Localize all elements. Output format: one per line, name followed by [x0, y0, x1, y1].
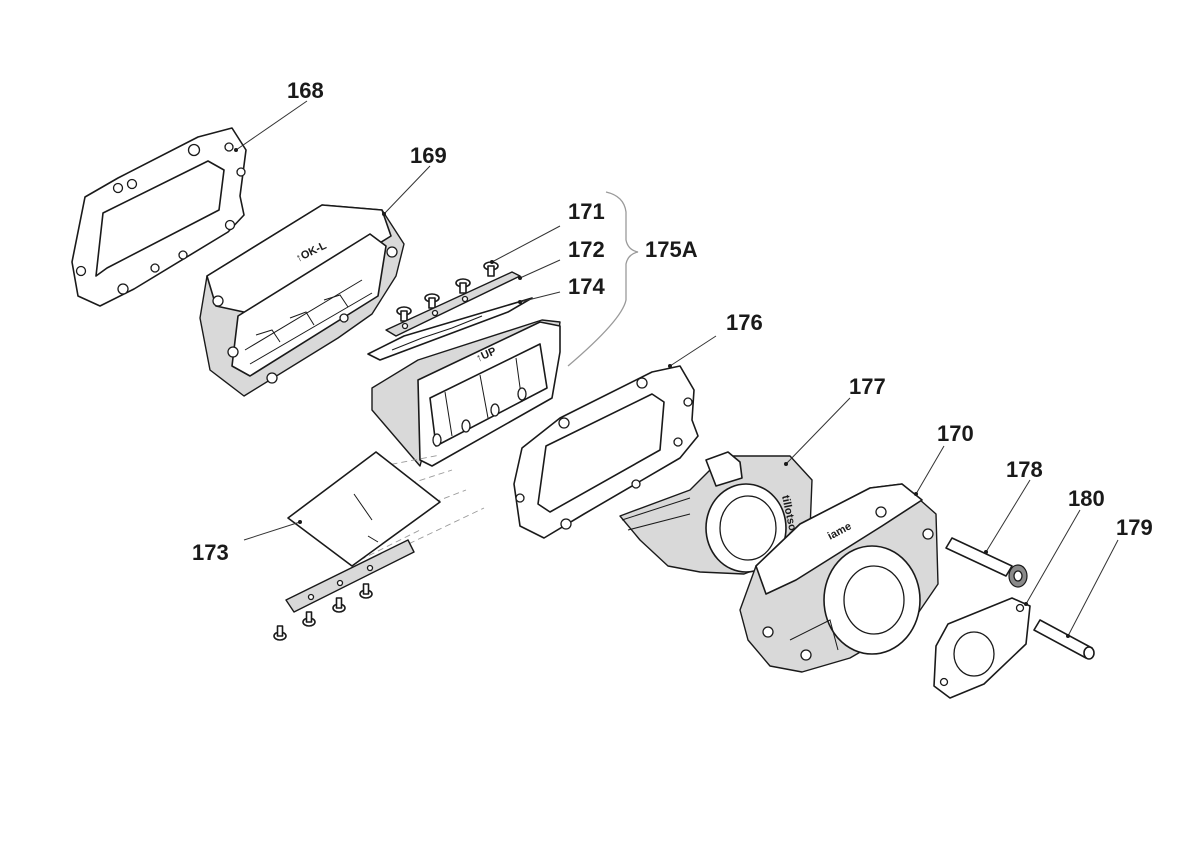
callout-labels: 168 169 171 172 174 175A 176 177 170 178… — [192, 78, 1153, 565]
callout-168: 168 — [287, 78, 324, 103]
leader-lines — [234, 100, 1119, 638]
gasket-176 — [513, 365, 699, 539]
bolt-178 — [945, 537, 1028, 588]
callout-174: 174 — [568, 274, 605, 299]
callout-171: 171 — [568, 199, 605, 224]
pin-179 — [1033, 619, 1095, 660]
callout-169: 169 — [410, 143, 447, 168]
callout-178: 178 — [1006, 457, 1043, 482]
callout-172: 172 — [568, 237, 605, 262]
gasket-168 — [71, 127, 247, 307]
callout-170: 170 — [937, 421, 974, 446]
callout-175A: 175A — [645, 237, 698, 262]
reed-petals-174 — [367, 297, 533, 361]
callout-177: 177 — [849, 374, 886, 399]
reed-screws-171 — [396, 261, 499, 322]
group-brace-175A — [567, 191, 639, 367]
callout-179: 179 — [1116, 515, 1153, 540]
reed-cage-175A: ↑UP — [371, 319, 561, 467]
manifold-170: iame — [739, 483, 939, 673]
flange-gasket-180 — [933, 597, 1031, 699]
reed-housing-169: ↑OK-L — [199, 204, 405, 397]
callout-180: 180 — [1068, 486, 1105, 511]
callout-173: 173 — [192, 540, 229, 565]
callout-176: 176 — [726, 310, 763, 335]
intake-body-177: tillotson — [619, 451, 813, 575]
reed-petal-173 — [273, 451, 441, 641]
